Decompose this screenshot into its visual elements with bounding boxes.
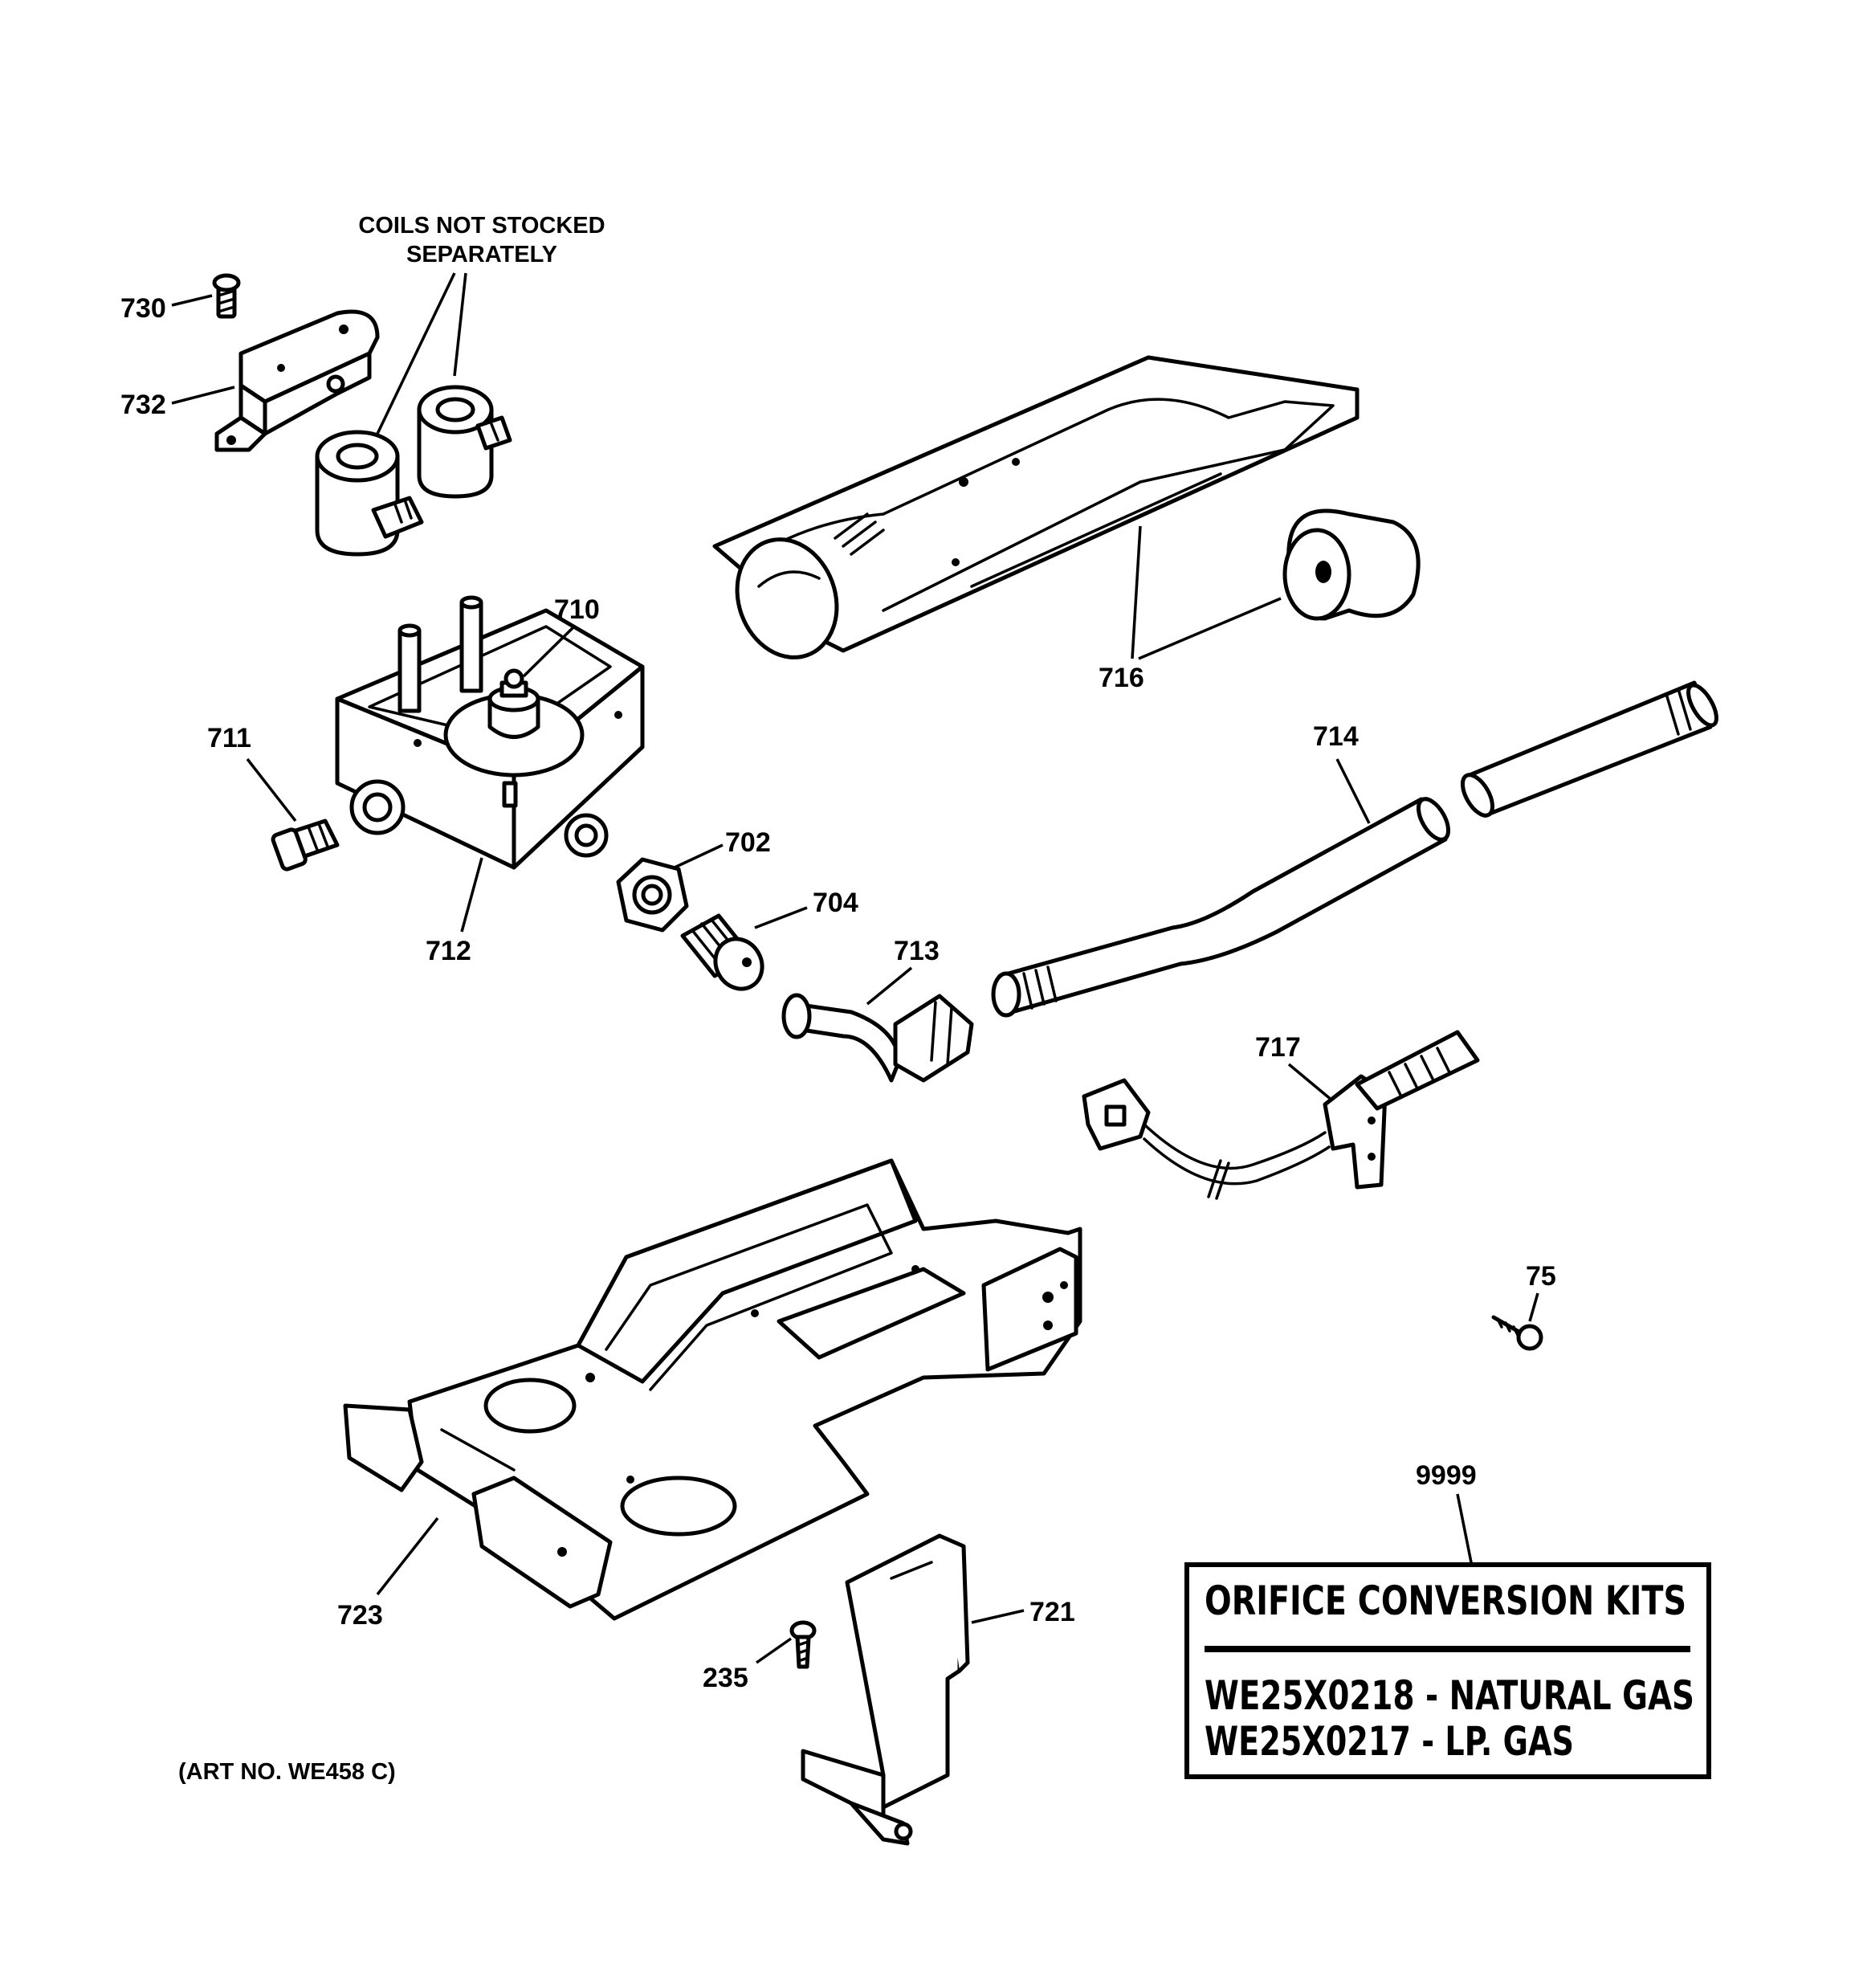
label-711: 711: [207, 723, 251, 753]
leader-717: [1287, 1063, 1339, 1106]
label-732: 732: [120, 390, 166, 420]
conversion-kits-box: [1184, 1562, 1711, 1779]
conversion-kits-divider: [1205, 1646, 1690, 1652]
label-9999: 9999: [1416, 1460, 1477, 1491]
coils-note-line1: COILS NOT STOCKED: [358, 213, 605, 239]
coils-note-leader-1: [376, 272, 456, 435]
label-714: 714: [1313, 721, 1359, 752]
screw-75: [1491, 1315, 1543, 1351]
leader-714: [1335, 758, 1371, 824]
flame-cylinder-716: [1282, 508, 1421, 621]
leader-711: [246, 757, 297, 823]
label-704: 704: [813, 888, 858, 918]
screw-730: [212, 273, 241, 319]
leader-716-a: [1131, 525, 1142, 659]
art-number: (ART NO. WE458 C): [178, 1759, 396, 1785]
label-730: 730: [120, 293, 166, 324]
solenoid-coil-right: [417, 385, 512, 499]
label-710: 710: [554, 594, 600, 625]
leader-704: [754, 906, 808, 929]
solenoid-coil-left: [315, 430, 424, 557]
igniter-717: [1082, 1030, 1480, 1200]
leader-9999: [1456, 1493, 1474, 1567]
gas-valve-712: [335, 595, 645, 870]
label-235: 235: [703, 1663, 748, 1693]
nut-702: [616, 857, 689, 933]
coil-bracket-732: [214, 309, 380, 452]
label-702: 702: [725, 827, 771, 858]
burner-bracket-723: [343, 1158, 1082, 1621]
label-712: 712: [426, 936, 471, 966]
burner-tube-716: [712, 355, 1360, 659]
leader-710: [522, 625, 576, 678]
label-721: 721: [1029, 1597, 1075, 1627]
conversion-kit-natural-gas: WE25X0218 - NATURAL GAS: [1205, 1672, 1694, 1719]
leader-732: [171, 386, 235, 405]
coils-note-leader-2: [453, 272, 467, 377]
leader-723: [376, 1517, 439, 1596]
coils-note-line2: SEPARATELY: [406, 242, 557, 267]
shield-721: [801, 1533, 970, 1846]
leader-702: [674, 843, 724, 869]
leader-75: [1528, 1292, 1539, 1322]
conversion-kit-lp-gas: WE25X0217 - LP. GAS: [1205, 1718, 1574, 1765]
label-723: 723: [337, 1600, 383, 1631]
label-713: 713: [894, 936, 940, 966]
conversion-kits-title: ORIFICE CONVERSION KITS: [1205, 1578, 1686, 1624]
burner-pipe-714: [991, 680, 1718, 1018]
leader-730: [171, 294, 213, 307]
elbow-713: [781, 993, 974, 1083]
label-75: 75: [1526, 1261, 1556, 1292]
leader-716-b: [1138, 597, 1282, 660]
label-716: 716: [1099, 663, 1144, 693]
leader-713: [866, 966, 913, 1006]
leader-721: [971, 1609, 1025, 1624]
label-717: 717: [1255, 1032, 1301, 1063]
leader-712: [460, 857, 483, 933]
orifice-704: [680, 913, 764, 991]
screw-235: [789, 1620, 817, 1669]
leader-235: [755, 1637, 793, 1664]
plug-711: [271, 818, 340, 872]
